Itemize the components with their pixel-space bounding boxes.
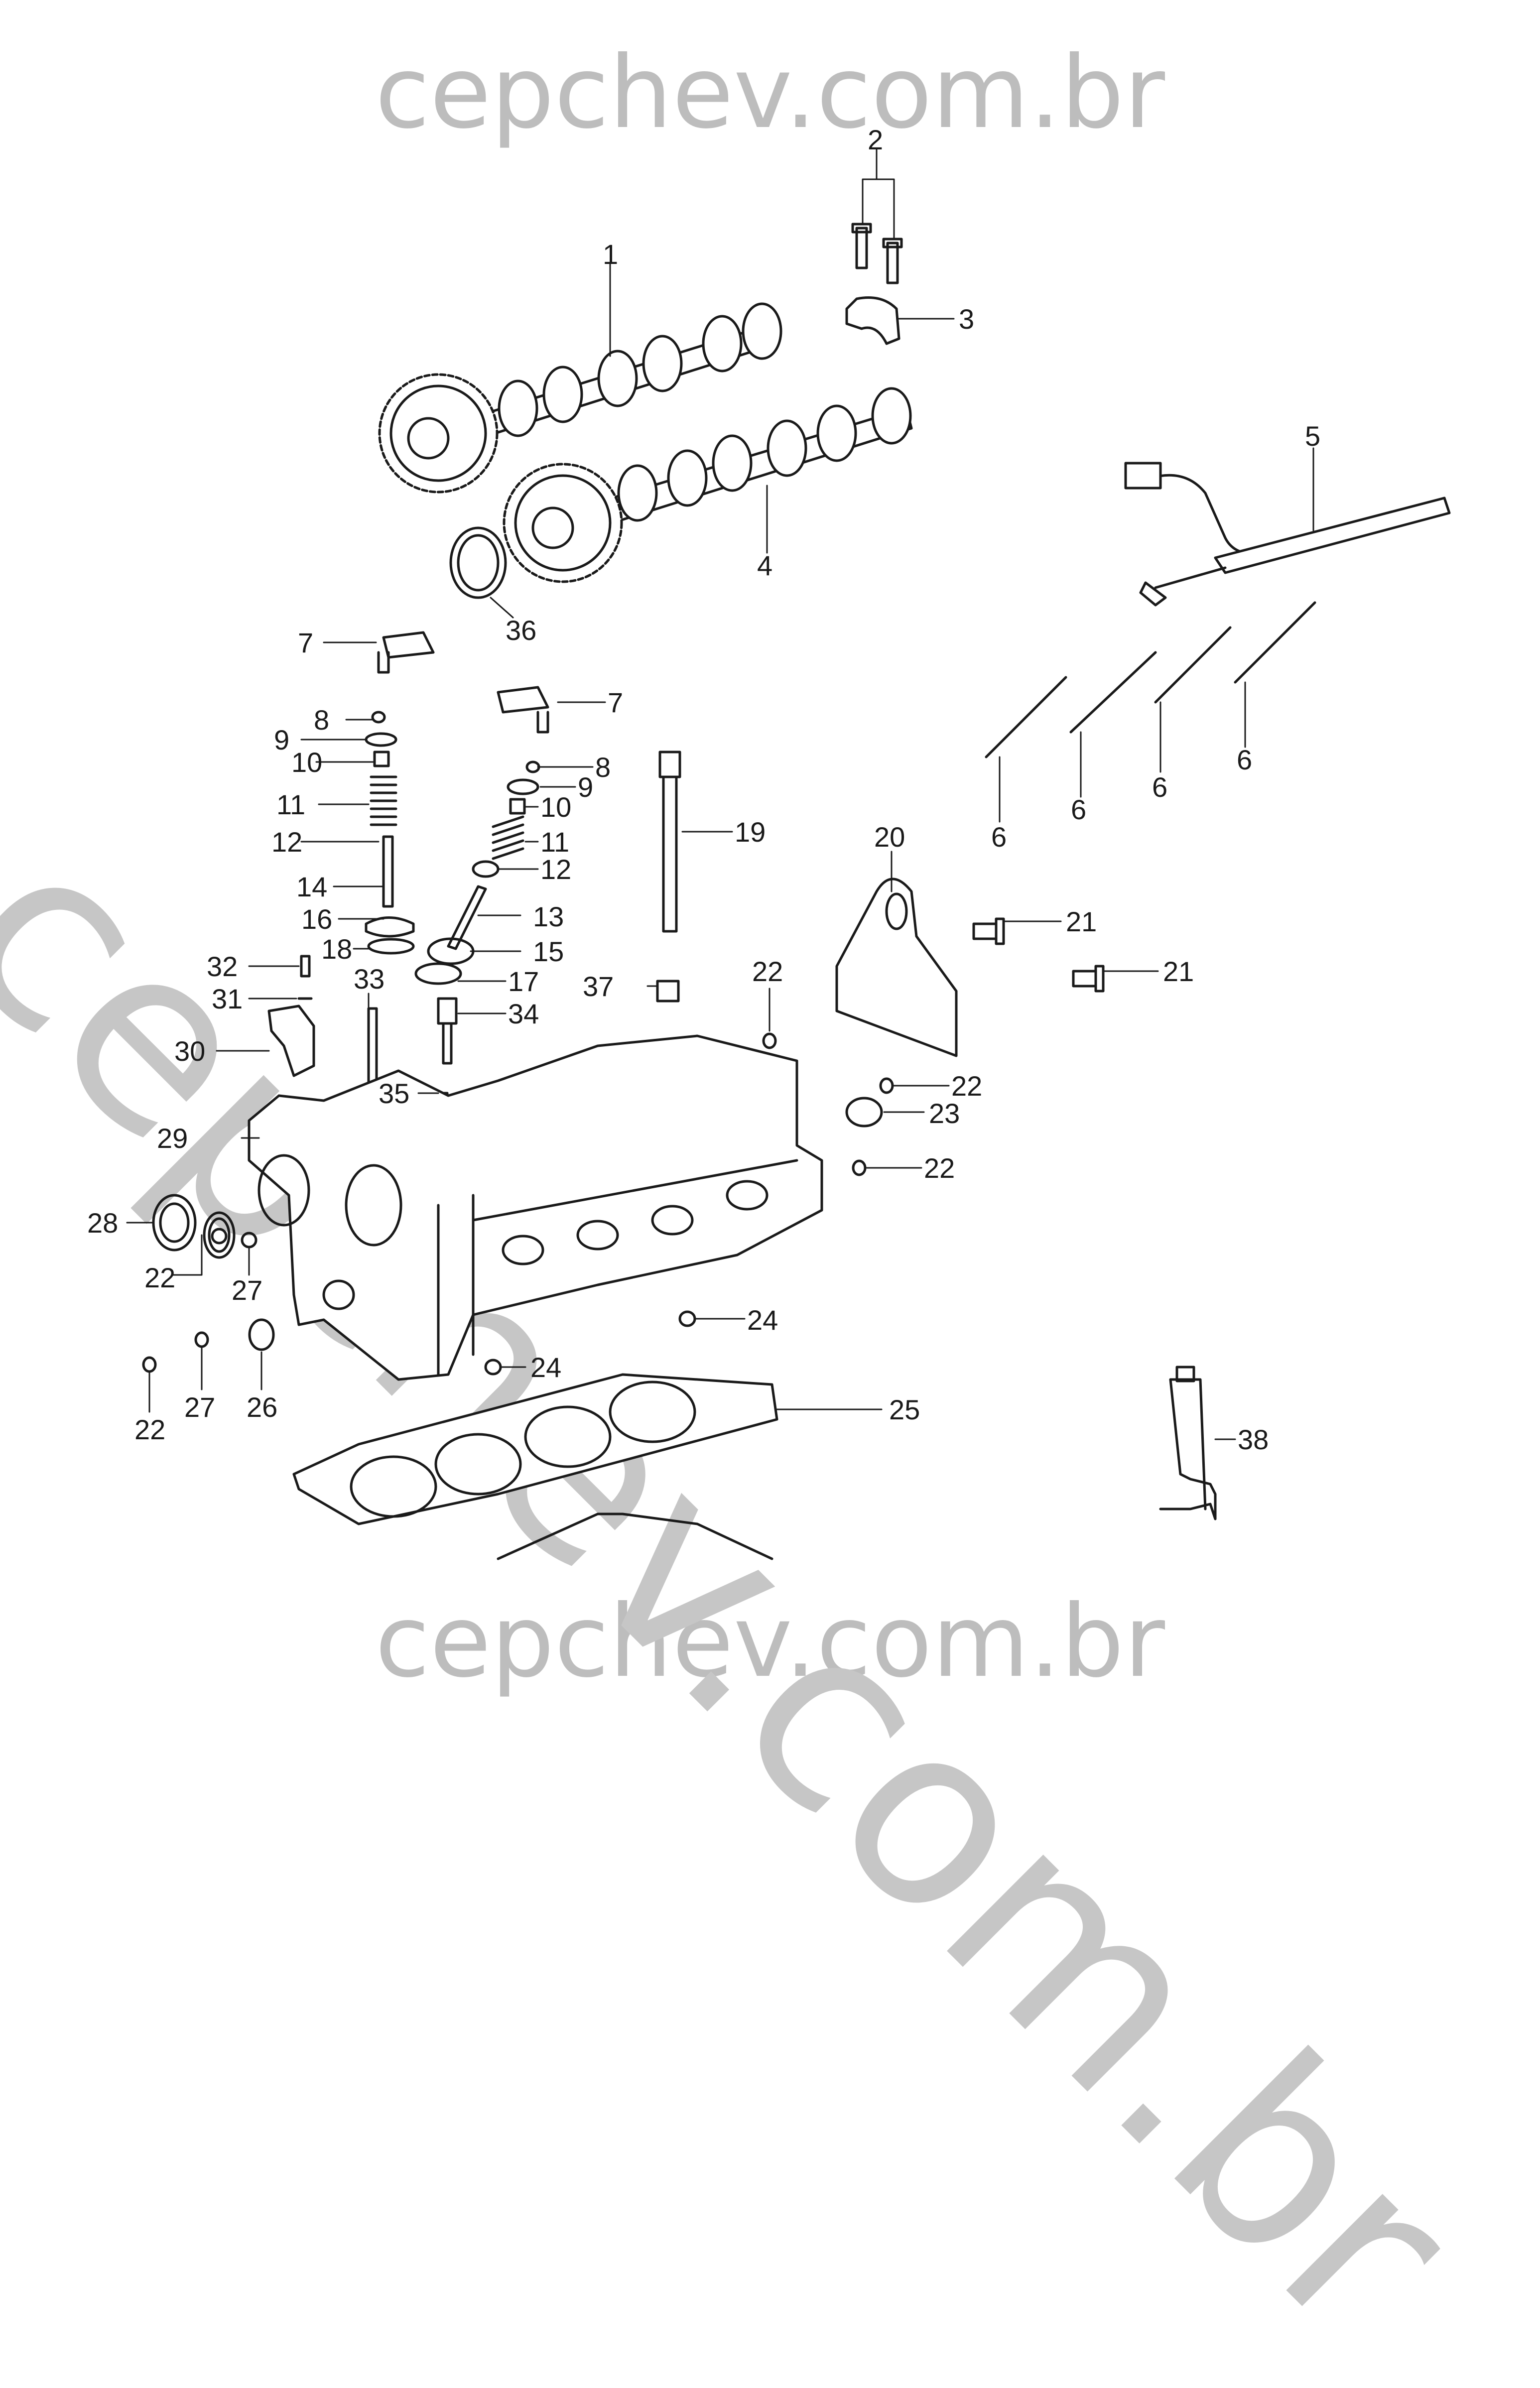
callout-22c: 22: [924, 1152, 955, 1184]
parts-diagram: cepchev.com.br cepchev.com.br cepchev.co…: [0, 35, 1506, 2388]
callout-23: 23: [929, 1098, 960, 1129]
glow-plugs: [985, 601, 1316, 758]
small-parts: [142, 955, 894, 1376]
callout-29: 29: [157, 1123, 188, 1154]
rocker-arms: [377, 631, 549, 734]
callout-27a: 27: [232, 1274, 262, 1306]
callout-7b: 7: [608, 687, 623, 718]
exploded-view-drawing: 1 2 3 4 5 6 6 6 6 7 7 8 8 9 9 10 10 11 1…: [87, 124, 1451, 1560]
callout-27b: 27: [184, 1391, 215, 1423]
bolts-pair: [851, 223, 903, 284]
callout-9b: 9: [578, 771, 593, 803]
callout-25: 25: [889, 1394, 920, 1425]
cylinder-head-bolt: [656, 751, 681, 1003]
callout-3: 3: [959, 303, 974, 335]
glow-plug-harness: [1124, 462, 1451, 607]
callout-10a: 10: [291, 747, 322, 778]
callout-16: 16: [301, 903, 332, 935]
callout-18: 18: [321, 933, 352, 965]
callout-32: 32: [207, 951, 238, 982]
callout-15: 15: [533, 936, 564, 967]
callout-7a: 7: [298, 627, 313, 658]
callout-12a: 12: [271, 826, 302, 858]
callout-20: 20: [874, 821, 905, 853]
leader-lines: [126, 148, 1314, 1440]
sealant-tube: [1159, 1366, 1217, 1520]
mounting-bracket: [835, 878, 958, 1057]
callout-26: 26: [247, 1391, 277, 1423]
callout-30: 30: [174, 1035, 205, 1067]
callout-36: 36: [506, 615, 536, 646]
cylinder-head: [248, 1034, 823, 1381]
callout-38: 38: [1238, 1424, 1269, 1455]
callout-22b: 22: [951, 1070, 982, 1102]
callout-6c: 6: [1152, 771, 1167, 803]
watermark-top: cepchev.com.br: [375, 35, 1165, 151]
callout-6a: 6: [991, 821, 1007, 853]
callout-labels: 1 2 3 4 5 6 6 6 6 7 7 8 8 9 9 10 10 11 1…: [87, 124, 1320, 1455]
callout-6d: 6: [1237, 744, 1252, 775]
callout-37: 37: [583, 971, 614, 1002]
callout-2: 2: [868, 124, 883, 155]
callout-35: 35: [379, 1078, 409, 1109]
watermark-bottom: cepchev.com.br: [375, 1584, 1165, 1700]
callout-28: 28: [87, 1207, 118, 1239]
callout-21b: 21: [1163, 956, 1194, 987]
callout-8b: 8: [595, 752, 611, 783]
callout-34: 34: [508, 998, 539, 1029]
callout-13: 13: [533, 901, 564, 932]
oil-seal: [449, 526, 507, 599]
callout-22a: 22: [752, 956, 783, 987]
callout-11a: 11: [276, 789, 305, 820]
callout-21a: 21: [1066, 906, 1097, 937]
valve-assembly-left: [365, 711, 415, 955]
callout-4: 4: [757, 550, 772, 581]
callout-17: 17: [508, 966, 539, 997]
callout-11b: 11: [540, 826, 569, 858]
callout-24a: 24: [747, 1304, 778, 1336]
bolts-21: [972, 917, 1105, 993]
callout-1: 1: [603, 239, 618, 270]
callout-5: 5: [1305, 420, 1320, 452]
callout-14: 14: [296, 871, 327, 902]
bearing-cap: [845, 296, 900, 345]
callout-33: 33: [354, 963, 385, 995]
callout-12b: 12: [540, 854, 571, 885]
camshaft-position-sensor: [267, 1005, 315, 1077]
callout-9a: 9: [274, 724, 289, 755]
camshaft-intake: [378, 302, 782, 494]
callout-10b: 10: [540, 791, 571, 823]
callout-8a: 8: [314, 704, 329, 736]
callout-19: 19: [735, 816, 766, 848]
valve-assembly-right: [414, 760, 540, 985]
callout-22e: 22: [134, 1414, 165, 1445]
head-gasket: [292, 1373, 778, 1560]
callout-6b: 6: [1071, 794, 1086, 825]
callout-31: 31: [212, 983, 243, 1014]
camshaft-exhaust: [503, 387, 913, 583]
callout-24b: 24: [530, 1352, 561, 1383]
callout-22d: 22: [144, 1262, 175, 1293]
